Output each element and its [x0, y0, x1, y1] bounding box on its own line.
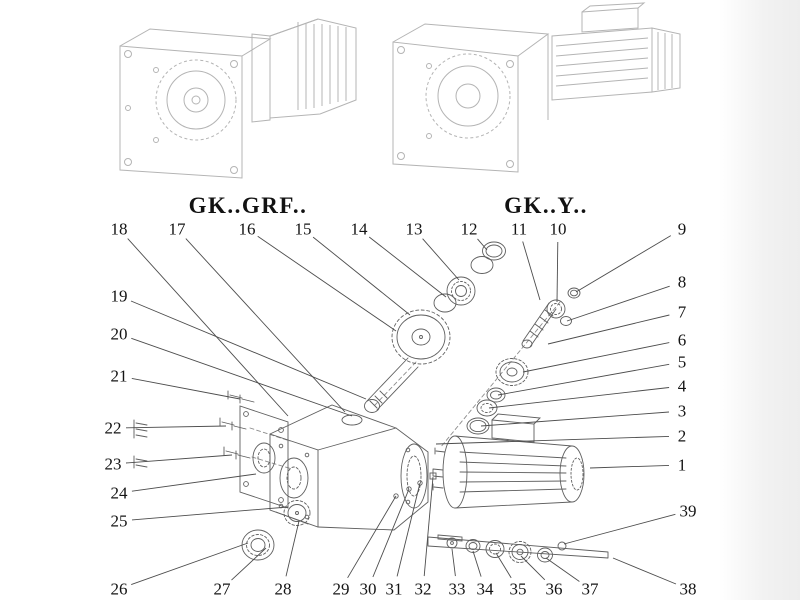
leader-line-4	[488, 387, 670, 409]
electric-motor	[432, 413, 585, 509]
leader-line-38	[612, 557, 677, 585]
leader-line-12	[477, 238, 488, 251]
callout-11: 11	[510, 219, 528, 239]
callout-21: 21	[110, 366, 128, 386]
callout-25: 25	[110, 511, 128, 531]
assembled-view-gk-grf	[119, 18, 357, 179]
leader-line-30	[372, 488, 410, 578]
leader-line-11	[522, 241, 541, 301]
leader-line-10	[556, 241, 559, 303]
leader-line-29	[347, 495, 397, 579]
output-cover-rings	[241, 500, 311, 561]
callout-31: 31	[385, 579, 403, 599]
callout-22: 22	[104, 418, 122, 438]
leader-line-3	[480, 411, 670, 427]
variant-label-gk-grf: GK..GRF..	[188, 193, 308, 218]
callout-33: 33	[448, 579, 466, 599]
leader-line-22	[125, 425, 227, 429]
callout-19: 19	[110, 286, 128, 306]
adapter-plate	[239, 405, 289, 509]
callout-10: 10	[549, 219, 567, 239]
mounting-screws	[133, 390, 255, 469]
leader-line-23	[125, 454, 233, 464]
leader-line-5	[497, 363, 670, 396]
callout-2: 2	[677, 426, 687, 446]
callout-28: 28	[274, 579, 292, 599]
leader-line-6	[522, 342, 670, 373]
leader-line-16	[257, 235, 397, 332]
leader-line-15	[312, 236, 411, 316]
callout-18: 18	[110, 219, 128, 239]
callout-36: 36	[545, 579, 563, 599]
callout-6: 6	[677, 330, 687, 350]
leader-line-39	[563, 513, 676, 545]
callout-4: 4	[677, 376, 687, 396]
leader-line-2	[435, 435, 670, 445]
output-shaft-assembly	[427, 534, 609, 563]
callout-29: 29	[332, 579, 350, 599]
callout-32: 32	[414, 579, 432, 599]
assembled-view-gk-y	[392, 2, 681, 173]
housing-flange-bolts	[393, 472, 437, 499]
callout-24: 24	[110, 483, 128, 503]
leader-line-13	[422, 238, 460, 281]
leader-line-20	[131, 337, 353, 417]
leader-line-17	[185, 238, 346, 413]
callout-38: 38	[679, 579, 697, 599]
callout-9: 9	[677, 219, 687, 239]
callout-16: 16	[238, 219, 256, 239]
leader-line-21	[131, 377, 241, 400]
callout-23: 23	[104, 454, 122, 474]
leader-line-34	[472, 550, 482, 577]
callout-17: 17	[168, 219, 186, 239]
leader-line-31	[396, 482, 421, 577]
variant-label-gk-y: GK..Y..	[504, 193, 588, 218]
callout-14: 14	[350, 219, 368, 239]
leader-line-26	[131, 542, 249, 586]
intermediate-gear-shaft	[364, 241, 506, 413]
leader-line-9	[575, 235, 672, 293]
leader-line-7	[547, 314, 670, 345]
leader-line-8	[566, 285, 670, 322]
leader-line-35	[495, 552, 512, 579]
leader-line-1	[589, 464, 670, 469]
callout-15: 15	[294, 219, 312, 239]
leader-line-25	[131, 506, 289, 521]
callout-26: 26	[110, 579, 128, 599]
leader-line-32	[423, 476, 434, 577]
callout-12: 12	[460, 219, 478, 239]
callout-39: 39	[679, 501, 697, 521]
callout-37: 37	[581, 579, 599, 599]
leader-line-28	[285, 520, 300, 577]
leader-line-14	[368, 236, 447, 298]
leader-line-19	[130, 300, 367, 400]
callout-5: 5	[677, 352, 687, 372]
callout-34: 34	[476, 579, 494, 599]
callout-3: 3	[677, 401, 687, 421]
callout-30: 30	[359, 579, 377, 599]
leader-line-24	[131, 473, 257, 492]
exploded-view	[133, 241, 609, 563]
leader-line-33	[451, 548, 456, 577]
callout-27: 27	[213, 579, 231, 599]
leader-line-37	[545, 557, 580, 582]
leader-line-27	[231, 547, 267, 581]
callout-13: 13	[405, 219, 423, 239]
gear-housing	[269, 404, 429, 531]
leader-line-18	[127, 238, 289, 417]
callout-35: 35	[509, 579, 527, 599]
callout-7: 7	[677, 302, 687, 322]
callout-8: 8	[677, 272, 687, 292]
callout-20: 20	[110, 324, 128, 344]
callout-1: 1	[677, 455, 687, 475]
leader-line-36	[520, 555, 546, 581]
